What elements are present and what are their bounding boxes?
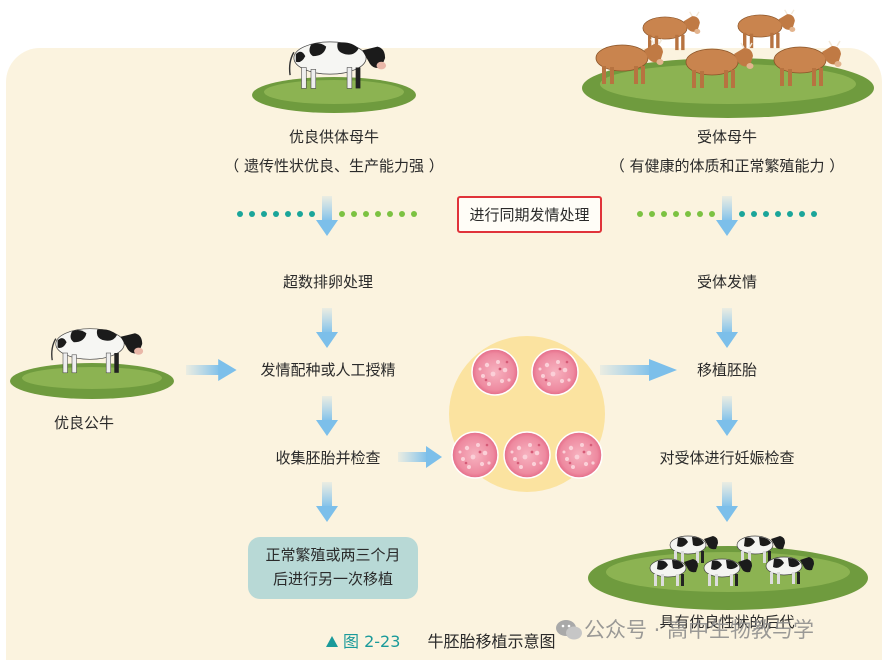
arrow-icon [716, 308, 738, 348]
dotted-line-left [237, 211, 417, 217]
alternative-note-line1: 正常繁殖或两三个月 [265, 546, 401, 564]
recipient-note: （ 有健康的体质和正常繁殖能力 ） [609, 157, 845, 175]
grass-donor [252, 77, 416, 113]
sync-estrus-box: 进行同期发情处理 [457, 196, 602, 233]
embryo-icon [531, 348, 579, 396]
collect-label: 收集胚胎并检查 [275, 449, 381, 467]
arrow-icon [316, 482, 338, 522]
donor-note: （ 遗传性状优良、生产能力强 ） [224, 157, 444, 175]
offspring-label: 具有优良性状的后代 [659, 613, 795, 631]
recipient-label: 受体母牛 [696, 128, 757, 146]
transfer-label: 移植胚胎 [696, 361, 757, 379]
arrow-icon [716, 396, 738, 436]
mating-label: 发情配种或人工授精 [260, 361, 396, 379]
figure-title: 牛胚胎移植示意图 [427, 632, 556, 651]
caption-triangle-icon [326, 636, 338, 647]
figure-caption: 图 2-23 牛胚胎移植示意图 [325, 628, 556, 652]
figure-number: 图 2-23 [343, 632, 401, 651]
embryo-icon [503, 431, 551, 479]
pregnancy-check-label: 对受体进行妊娠检查 [659, 449, 795, 467]
embryo-icon [555, 431, 603, 479]
recipient-estrus-label: 受体发情 [696, 273, 757, 291]
alternative-note-box: 正常繁殖或两三个月 后进行另一次移植 [248, 537, 418, 599]
arrow-icon [716, 482, 738, 522]
bull-label: 优良公牛 [54, 414, 115, 432]
grass-offspring [588, 546, 868, 610]
donor-label: 优良供体母牛 [288, 128, 379, 146]
arrow-icon [316, 396, 338, 436]
watermark: 公众号 · 高中生物教与学 [584, 618, 815, 642]
embryo-icon [471, 348, 519, 396]
wechat-icon [556, 620, 582, 640]
embryo-icon [451, 431, 499, 479]
grass-bull [10, 363, 174, 399]
arrow-icon [316, 196, 338, 236]
dotted-line-right [637, 211, 817, 217]
superovulation-label: 超数排卵处理 [282, 273, 373, 291]
arrow-icon [716, 196, 738, 236]
alternative-note-line2: 后进行另一次移植 [272, 570, 393, 588]
arrow-icon [316, 308, 338, 348]
